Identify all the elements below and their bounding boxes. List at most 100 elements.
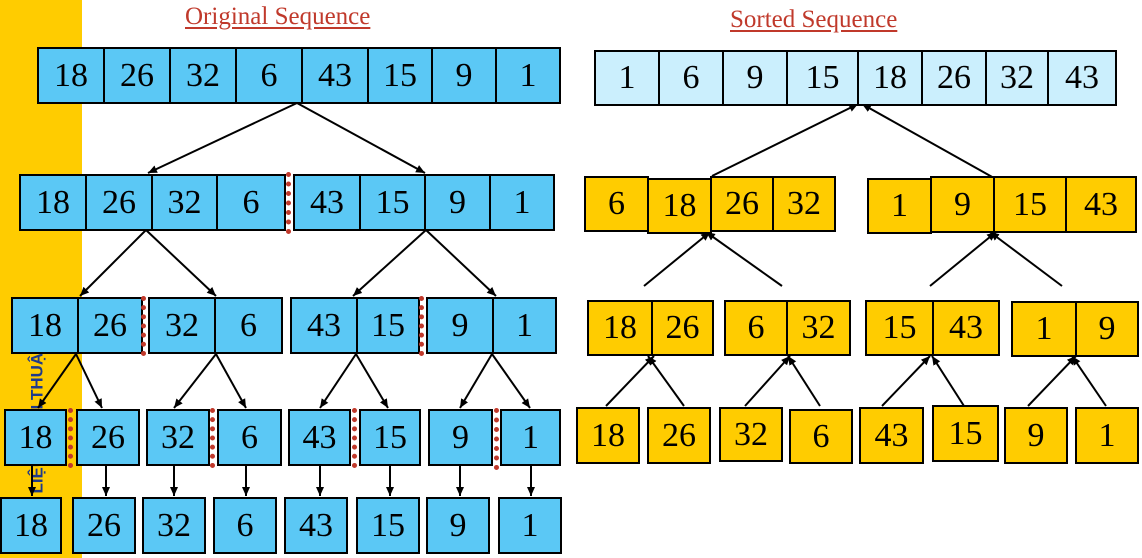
- original-sequence-title: Original Sequence: [185, 3, 371, 30]
- split-cell: 43: [288, 409, 351, 466]
- merged-quad-cell: 18: [647, 178, 712, 234]
- split-arrow: [319, 353, 357, 409]
- sorted-cell: 32: [985, 50, 1049, 106]
- leaf-cell: 6: [213, 497, 277, 554]
- merged-quad-cell: 9: [930, 176, 995, 233]
- split-cell: 32: [146, 409, 210, 466]
- split-cell: 15: [359, 409, 421, 466]
- merge-arrow: [881, 355, 931, 407]
- merge-single-cell: 43: [859, 407, 924, 464]
- original-cell: 26: [103, 47, 171, 104]
- merged-pair-cell: 15: [865, 300, 934, 356]
- split-arrow: [147, 102, 298, 174]
- split-cell: 43: [293, 174, 361, 231]
- split-arrow: [37, 353, 77, 409]
- split-arrow: [352, 229, 427, 297]
- merge-arrow: [705, 231, 783, 287]
- split-divider: [210, 408, 215, 468]
- merged-pair-cell: 43: [932, 300, 1000, 356]
- split-cell: 15: [356, 297, 420, 354]
- merge-arrow: [605, 355, 655, 407]
- split-arrow: [75, 353, 103, 409]
- merge-single-cell: 15: [932, 405, 999, 462]
- split-cell: 15: [359, 174, 426, 231]
- sorted-cell: 6: [658, 50, 724, 106]
- split-divider: [419, 296, 424, 356]
- split-cell: 18: [4, 409, 67, 466]
- merged-pair-cell: 9: [1075, 301, 1139, 357]
- original-cell: 1: [495, 47, 561, 104]
- merged-quad-cell: 6: [584, 176, 649, 232]
- split-arrow: [296, 102, 426, 174]
- leaf-cell: 26: [72, 497, 136, 554]
- sorted-cell: 26: [921, 50, 987, 106]
- merge-arrow: [787, 355, 821, 407]
- leaf-cell: 43: [284, 497, 348, 554]
- merge-arrow: [929, 231, 997, 287]
- merge-arrow: [1071, 355, 1107, 407]
- merged-quad-cell: 15: [993, 176, 1067, 233]
- merged-pair-cell: 32: [786, 300, 851, 356]
- split-arrow: [173, 353, 217, 409]
- original-cell: 18: [37, 47, 105, 104]
- split-arrow: [425, 229, 497, 297]
- merge-arrow: [1027, 355, 1077, 407]
- merged-quad-cell: 26: [710, 176, 774, 232]
- leaf-cell: 9: [426, 497, 490, 554]
- split-arrow: [491, 353, 531, 409]
- split-divider: [141, 296, 146, 356]
- split-cell: 6: [214, 297, 283, 354]
- original-cell: 9: [431, 47, 497, 104]
- merge-arrow: [989, 231, 1063, 287]
- sorted-cell: 43: [1047, 50, 1117, 106]
- split-cell: 6: [216, 174, 286, 231]
- sorted-cell: 9: [722, 50, 788, 106]
- original-cell: 43: [301, 47, 369, 104]
- split-cell: 26: [85, 174, 153, 231]
- merged-pair-cell: 6: [724, 300, 788, 356]
- merge-single-cell: 26: [647, 407, 711, 464]
- merge-arrow: [647, 355, 685, 407]
- split-cell: 1: [489, 174, 555, 231]
- split-cell: 32: [148, 297, 216, 354]
- sorted-cell: 1: [594, 50, 660, 106]
- split-divider: [352, 408, 357, 468]
- merge-arrow: [643, 231, 711, 287]
- merged-quad-cell: 1: [867, 178, 932, 234]
- split-cell: 26: [77, 297, 143, 354]
- split-divider: [494, 408, 499, 470]
- leaf-cell: 32: [142, 497, 206, 554]
- merge-arrow: [711, 103, 859, 177]
- sorted-cell: 18: [857, 50, 923, 106]
- split-divider: [286, 172, 291, 234]
- merge-single-cell: 18: [576, 407, 640, 464]
- split-cell: 26: [76, 409, 140, 466]
- merged-pair-cell: 18: [587, 300, 653, 356]
- merge-single-cell: 1: [1075, 407, 1139, 464]
- split-cell: 1: [500, 409, 561, 466]
- leaf-cell: 1: [498, 497, 562, 554]
- original-cell: 6: [235, 47, 303, 104]
- split-cell: 32: [151, 174, 218, 231]
- split-arrow: [79, 229, 147, 297]
- leaf-cell: 18: [0, 497, 62, 554]
- split-cell: 6: [217, 409, 282, 466]
- merge-single-cell: 6: [789, 409, 853, 464]
- merge-single-cell: 32: [719, 407, 783, 462]
- original-cell: 32: [169, 47, 237, 104]
- split-arrow: [145, 229, 217, 297]
- merge-arrow: [931, 355, 965, 407]
- split-cell: 18: [19, 174, 87, 231]
- split-cell: 9: [428, 409, 493, 466]
- split-cell: 18: [11, 297, 79, 354]
- split-divider: [68, 408, 73, 468]
- original-cell: 15: [367, 47, 433, 104]
- sorted-sequence-title: Sorted Sequence: [730, 6, 898, 33]
- merge-arrow: [861, 103, 995, 179]
- sorted-cell: 15: [786, 50, 859, 106]
- merge-single-cell: 9: [1004, 407, 1068, 464]
- merged-pair-cell: 26: [651, 300, 714, 356]
- split-cell: 9: [424, 174, 491, 231]
- merged-quad-cell: 43: [1065, 176, 1137, 233]
